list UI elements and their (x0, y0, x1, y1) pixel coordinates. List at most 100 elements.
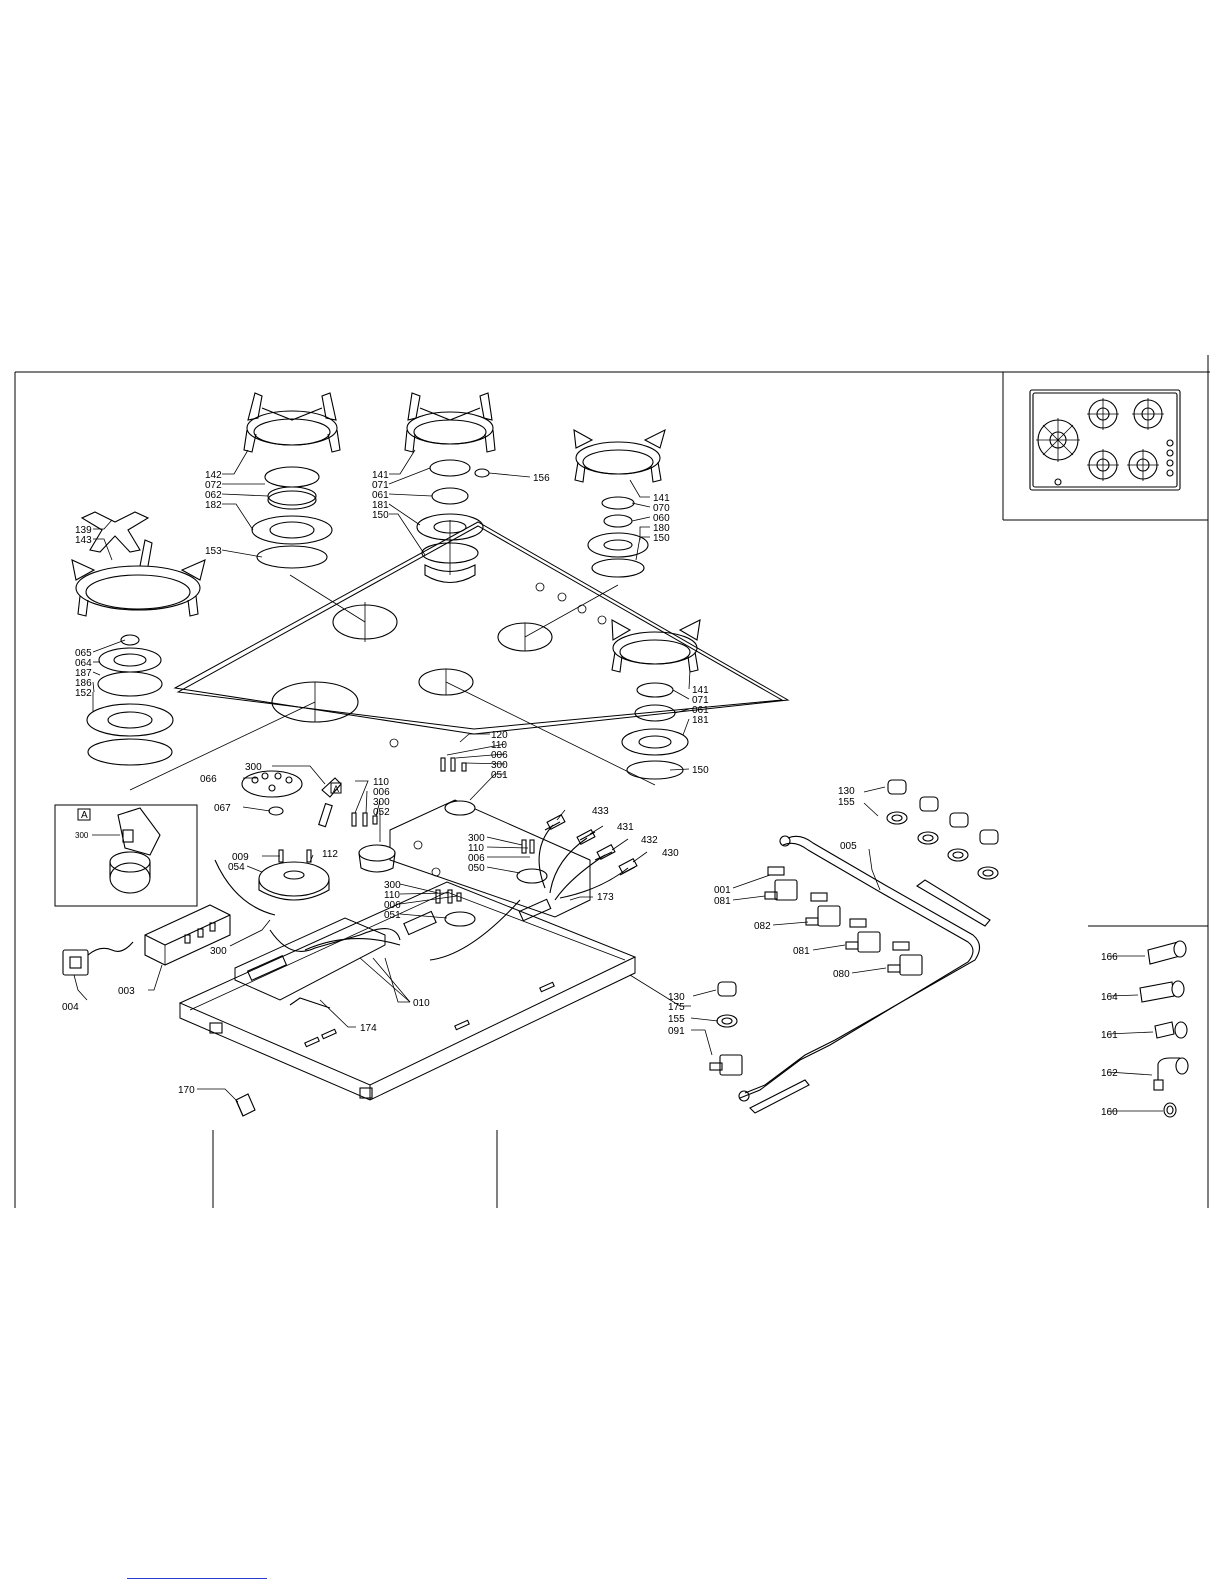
label-071-c: 071 (692, 695, 709, 706)
part-labels: 142 072 062 182 153 139 143 141 071 061 … (62, 470, 1118, 1118)
label-006-c: 006 (468, 853, 485, 864)
detail-a-label: 300 (75, 831, 89, 840)
label-155-b: 155 (668, 1014, 685, 1025)
label-166: 166 (1101, 952, 1118, 963)
detail-a-letter: A (81, 810, 88, 821)
nut-156 (474, 468, 490, 478)
label-061-c: 061 (692, 705, 709, 716)
label-175: 175 (668, 1002, 685, 1013)
label-064: 064 (75, 658, 92, 669)
drawing-frame (14, 355, 1210, 1208)
label-174: 174 (360, 1023, 377, 1034)
detail-a-marker: A (333, 784, 339, 794)
label-004: 004 (62, 1002, 79, 1013)
label-006-d: 006 (384, 900, 401, 911)
gas-manifold-005 (738, 835, 991, 1114)
label-433: 433 (592, 806, 609, 817)
label-051-d: 051 (384, 910, 401, 921)
label-153: 153 (205, 546, 222, 557)
label-067: 067 (214, 803, 231, 814)
label-081-a: 081 (714, 896, 731, 907)
label-080: 080 (833, 969, 850, 980)
pan-support-141-right (573, 428, 666, 483)
label-070: 070 (653, 503, 670, 514)
injectors (278, 757, 535, 904)
burner-bodies (358, 800, 548, 927)
label-186: 186 (75, 678, 92, 689)
label-181-c: 181 (692, 715, 709, 726)
ignition-generator-003 (144, 904, 231, 966)
burner-stack-rear-left (251, 466, 333, 569)
bracket-170 (235, 1093, 256, 1117)
burner-stack-rear-right (587, 496, 649, 578)
label-006-a: 006 (491, 750, 508, 761)
label-300-a: 300 (491, 760, 508, 771)
burner-stack-front-left-wok (86, 634, 174, 766)
label-061-a: 061 (372, 490, 389, 501)
label-071-a: 071 (372, 480, 389, 491)
label-120: 120 (491, 730, 508, 741)
label-110-c: 110 (468, 843, 484, 854)
label-139: 139 (75, 525, 92, 536)
label-300-c: 300 (468, 833, 485, 844)
label-143: 143 (75, 535, 92, 546)
label-110-d: 110 (384, 890, 400, 901)
label-110-b: 110 (373, 777, 389, 788)
label-141-c: 141 (692, 685, 709, 696)
label-051-a: 051 (491, 770, 508, 781)
footer-link-underline[interactable] (127, 1578, 267, 1579)
label-052: 052 (373, 807, 390, 818)
label-156: 156 (533, 473, 550, 484)
label-062: 062 (205, 490, 222, 501)
leader-lines (73, 449, 1163, 1112)
label-003: 003 (118, 986, 135, 997)
label-006-b: 006 (373, 787, 390, 798)
label-142: 142 (205, 470, 222, 481)
pan-support-143-wok (71, 539, 206, 617)
label-141-a: 141 (372, 470, 389, 481)
label-431: 431 (617, 822, 634, 833)
glass-top-120 (129, 520, 790, 791)
label-432: 432 (641, 835, 658, 846)
hob-overview-inset (1029, 389, 1181, 491)
label-081-b: 081 (793, 946, 810, 957)
label-182: 182 (205, 500, 222, 511)
label-054: 054 (228, 862, 245, 873)
label-130-b: 130 (668, 992, 685, 1003)
label-162: 162 (1101, 1068, 1118, 1079)
wok-star-139 (80, 511, 150, 553)
burner-frame-174 (234, 917, 386, 1009)
control-knobs (716, 779, 999, 1028)
label-001: 001 (714, 885, 731, 896)
label-050: 050 (468, 863, 485, 874)
label-072: 072 (205, 480, 222, 491)
label-130-a: 130 (838, 786, 855, 797)
gas-taps (709, 866, 923, 1076)
label-010: 010 (413, 998, 430, 1009)
label-141-b: 141 (653, 493, 670, 504)
burner-stack-front-right (621, 682, 689, 780)
label-066: 066 (200, 774, 217, 785)
label-065: 065 (75, 648, 92, 659)
gas-pipes (214, 813, 638, 961)
label-300-e: 300 (210, 946, 227, 957)
label-150-c: 150 (692, 765, 709, 776)
pan-support-141-centre (404, 392, 496, 453)
label-300-b: 300 (373, 797, 390, 808)
base-tray-175 (178, 881, 637, 1101)
label-155-a: 155 (838, 797, 855, 808)
label-150-a: 150 (372, 510, 389, 521)
label-005: 005 (840, 841, 857, 852)
label-152: 152 (75, 688, 92, 699)
label-430: 430 (662, 848, 679, 859)
gas-fittings (1139, 940, 1189, 1118)
label-112: 112 (322, 849, 338, 860)
label-091: 091 (668, 1026, 685, 1037)
label-150-b: 150 (653, 533, 670, 544)
label-164: 164 (1101, 992, 1118, 1003)
label-300-d: 300 (384, 880, 401, 891)
label-181-a: 181 (372, 500, 389, 511)
label-060: 060 (653, 513, 670, 524)
label-173: 173 (597, 892, 614, 903)
